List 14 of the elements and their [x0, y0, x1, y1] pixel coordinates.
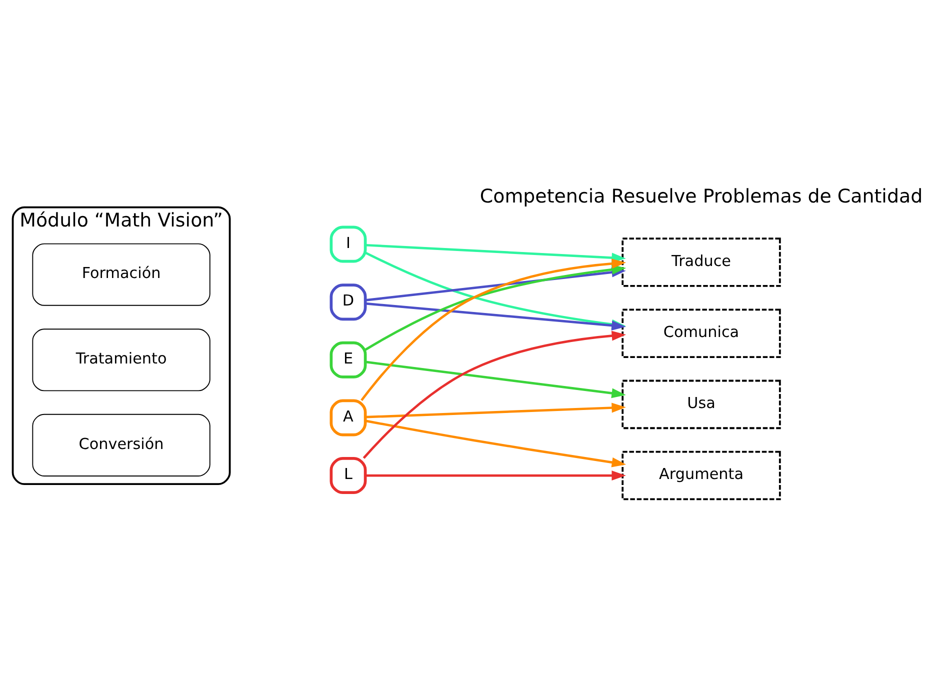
node-box: Tratamiento: [32, 328, 210, 392]
node-box: Argumenta: [622, 450, 781, 500]
label: Competencia Resuelve Problemas de Cantidad: [480, 186, 923, 208]
node-box: Usa: [622, 380, 781, 430]
arrow: [366, 470, 626, 480]
node-box: Formación: [32, 243, 210, 306]
arrow: [362, 330, 626, 459]
arrow: [366, 244, 626, 263]
node-box: Conversión: [32, 414, 210, 476]
arrow: [366, 360, 626, 398]
node-box: Comunica: [622, 308, 781, 358]
arrow: [366, 402, 626, 418]
node-box: Traduce: [622, 238, 781, 287]
arrow: [365, 420, 626, 468]
